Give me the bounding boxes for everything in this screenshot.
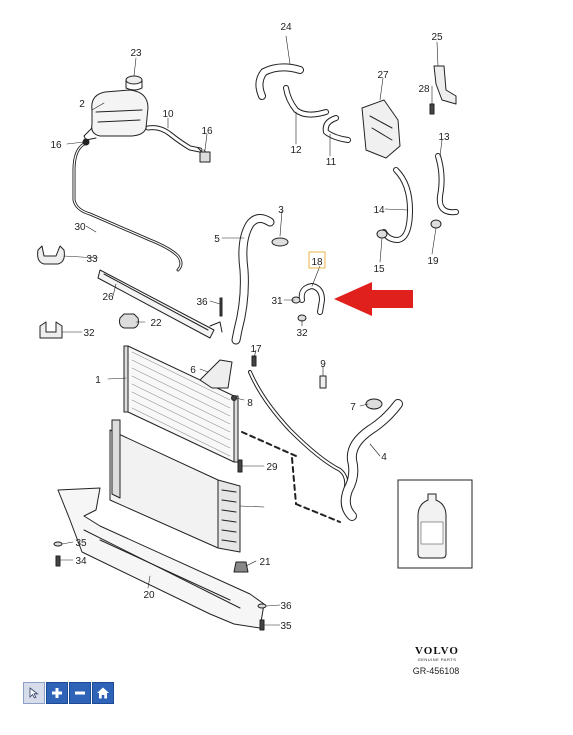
callout-13: 13 [438,132,450,143]
mount-22 [119,313,139,329]
bolt-29 [429,103,435,115]
callout-24: 24 [280,22,292,33]
seal-strip-27 [97,269,223,339]
expansion-tank [83,89,149,141]
callout-33: 33 [86,254,98,265]
callout-16: 16 [50,140,62,151]
callout-32: 32 [296,328,308,339]
tank-cap [125,75,143,91]
washer-36-left [53,541,63,547]
home-button[interactable] [92,682,114,704]
callout-12: 12 [290,145,302,156]
viewer-toolbar [23,682,114,704]
callout-11: 11 [326,157,337,168]
hose-11 [322,115,351,143]
coolant-box [397,479,473,569]
mount-21 [233,561,249,573]
plus-icon [52,688,62,698]
callout-20: 20 [143,590,155,601]
hose-14 [381,167,413,243]
clip-34 [37,245,65,265]
callout-18: 18 [311,257,323,268]
minus-icon [75,691,85,695]
callout-16: 16 [201,126,213,137]
callout-19: 19 [427,256,439,267]
callout-2: 2 [79,99,85,110]
callout-34: 34 [75,556,87,567]
callout-17: 17 [250,344,262,355]
callout-23: 23 [130,48,142,59]
callout-36: 36 [196,297,208,308]
clamp-7 [365,398,383,410]
radiator [123,345,239,463]
callout-1: 1 [95,375,101,386]
upper-hose-5 [231,214,275,345]
callout-36: 36 [280,601,292,612]
clip-16-right [199,151,211,163]
callout-3: 3 [278,205,284,216]
reference-lines [241,431,341,523]
hose-12 [283,85,329,118]
brand-tagline: GENUINE PARTS [418,657,457,662]
callout-7: 7 [350,402,356,413]
zoom-out-button[interactable] [69,682,91,704]
hose-18 [298,283,325,315]
bolt-30 [237,459,243,473]
bracket-25 [433,65,457,105]
clamp-3 [271,237,289,247]
leader-lines [59,35,443,626]
washer-36-right [257,603,267,609]
brand-name: VOLVO [415,645,459,657]
callout-25: 25 [431,32,443,43]
clamp-19 [430,219,442,229]
hose-13 [435,153,459,216]
callout-30: 30 [74,222,86,233]
bleed-line-31 [72,138,183,272]
callout-29: 29 [266,462,278,473]
callout-35: 35 [280,621,292,632]
callout-8: 8 [247,398,253,409]
callout-10: 10 [162,109,174,120]
select-tool-button[interactable] [23,682,45,704]
hose-24 [255,63,304,100]
condenser [109,419,241,553]
callout-15: 15 [373,264,385,275]
callout-21: 21 [259,557,271,568]
bolt-35-right [259,619,265,631]
zoom-in-button[interactable] [46,682,68,704]
callout-14: 14 [373,205,385,216]
callout-32: 32 [83,328,95,339]
callout-28: 28 [418,84,430,95]
bracket-6 [199,359,233,389]
lower-hose-4 [248,370,403,521]
heat-shield-28 [361,99,401,159]
callout-18-highlight [308,251,326,269]
clip-33 [39,321,63,339]
callout-26: 26 [102,292,114,303]
clamp-15 [376,229,388,239]
home-icon [97,687,109,699]
red-arrow-icon [334,282,413,316]
callout-5: 5 [214,234,220,245]
callout-22: 22 [150,318,162,329]
callout-4: 4 [381,452,387,463]
callout-9: 9 [320,359,326,370]
bolt-35-left [55,555,61,567]
diagram-code: GR-456108 [413,666,460,676]
callout-35: 35 [75,538,87,549]
cursor-icon [29,687,39,699]
sensor-9 [319,375,327,389]
callout-27: 27 [377,70,389,81]
callout-31: 31 [271,296,283,307]
bolt-37 [219,297,223,317]
callout-6: 6 [190,365,196,376]
